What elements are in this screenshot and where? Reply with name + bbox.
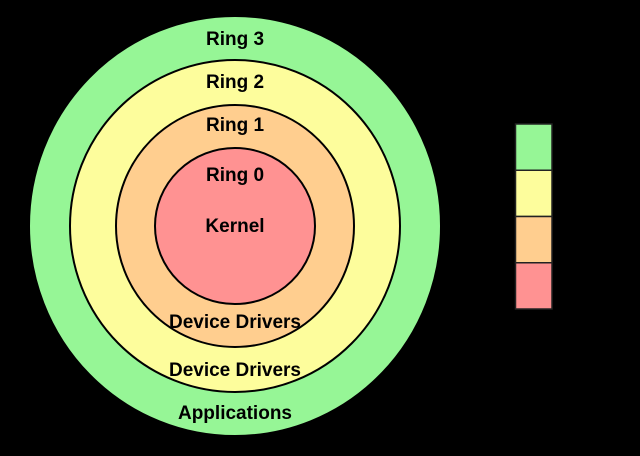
kernel-label: Kernel bbox=[205, 216, 264, 237]
privilege-legend bbox=[514, 123, 553, 310]
ring-2-label: Ring 2 bbox=[206, 72, 264, 93]
ring-1-zone-label: Device Drivers bbox=[169, 312, 301, 333]
legend-yellow-swatch bbox=[514, 169, 553, 218]
legend-orange-swatch bbox=[514, 215, 553, 264]
ring-3-zone-label: Applications bbox=[178, 403, 292, 424]
legend-red-swatch bbox=[514, 262, 553, 310]
ring-3-label: Ring 3 bbox=[206, 29, 264, 50]
legend-green-swatch bbox=[514, 123, 553, 171]
ring-2-zone-label: Device Drivers bbox=[169, 360, 301, 381]
ring-0-label: Ring 0 bbox=[206, 165, 264, 186]
ring-1-label: Ring 1 bbox=[206, 115, 264, 136]
ring-0-ellipse bbox=[154, 147, 316, 305]
